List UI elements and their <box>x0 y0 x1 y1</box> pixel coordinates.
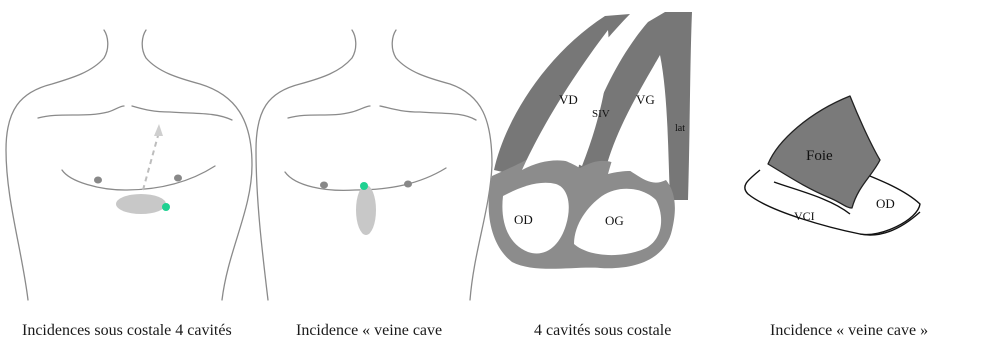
caption-panel-1: Incidences sous costale 4 cavités <box>22 322 232 340</box>
clavicle-right <box>132 106 232 120</box>
nipple-left-2 <box>320 182 328 189</box>
label-foie: Foie <box>806 148 833 164</box>
torso-outline-left-2 <box>256 30 356 300</box>
heart-diagram: VD SIV VG lat OD OG <box>489 12 692 269</box>
label-vd: VD <box>559 92 578 107</box>
label-vci: VCI <box>794 209 815 223</box>
clavicle-right-2 <box>380 106 476 120</box>
probe-marker-2 <box>360 182 368 190</box>
liver-diagram: Foie OD VCI <box>745 96 920 235</box>
probe-marker-1 <box>162 203 170 211</box>
nipple-right-2 <box>404 181 412 188</box>
label-od-heart: OD <box>514 212 533 227</box>
label-siv: SIV <box>592 108 610 120</box>
probe-footprint-2 <box>356 185 376 235</box>
beam-arrowhead <box>154 124 163 136</box>
torso-outline-right-2 <box>392 30 492 300</box>
probe-footprint-1 <box>116 194 166 214</box>
beam-direction-dashed <box>143 132 159 190</box>
torso-outline-left <box>6 30 108 300</box>
label-og: OG <box>605 213 624 228</box>
costal-margin <box>62 166 215 190</box>
torso-panel-2 <box>256 30 492 300</box>
caption-panel-2: Incidence « veine cave <box>296 322 442 340</box>
nipple-left-1 <box>94 177 102 184</box>
caption-panel-3: 4 cavités sous costale <box>534 322 671 340</box>
label-lat: lat <box>675 123 685 134</box>
clavicle-left-2 <box>288 106 370 118</box>
clavicle-left <box>38 106 124 118</box>
torso-panel-1 <box>6 30 252 300</box>
caption-panel-4: Incidence « veine cave » <box>770 322 928 340</box>
label-od-liver: OD <box>876 196 895 211</box>
label-vg: VG <box>636 92 655 107</box>
nipple-right-1 <box>174 175 182 182</box>
torso-outline-right <box>142 30 252 300</box>
